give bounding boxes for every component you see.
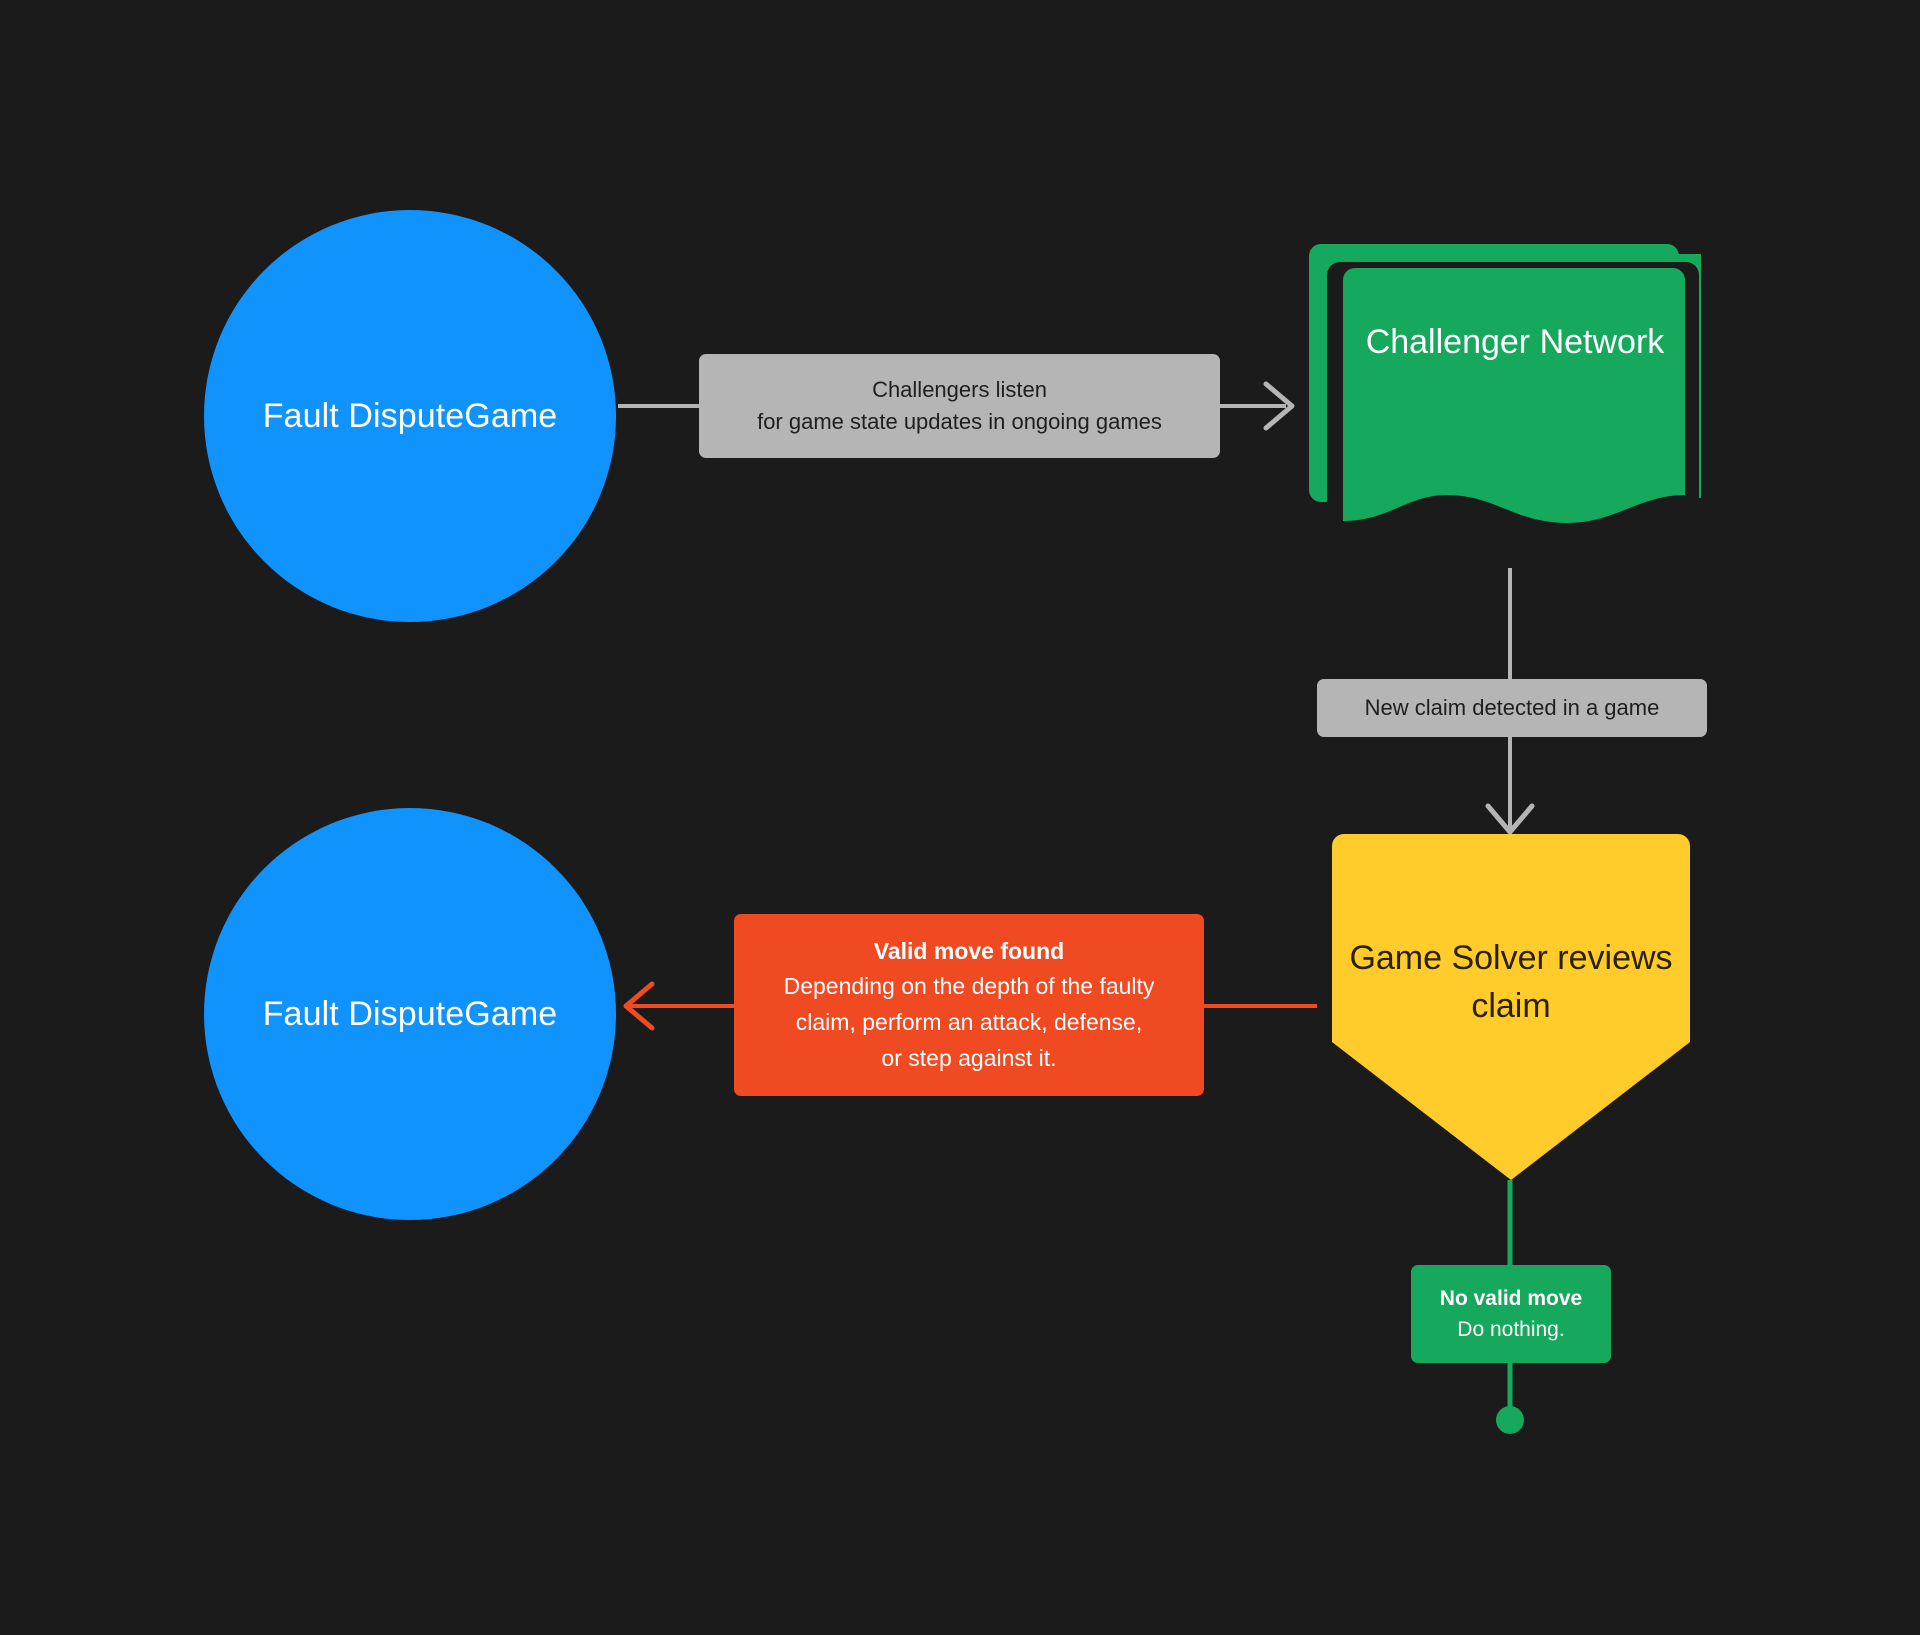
pentagon-down-shape: [1332, 834, 1690, 1180]
node-line: reviews claim: [1471, 939, 1673, 1026]
node-challenger-network[interactable]: Challenger Network: [1305, 240, 1725, 570]
node-label-fault-dispute-game-top: Fault DisputeGame: [263, 392, 558, 440]
edge-label-line: Challengers listen: [872, 377, 1047, 403]
node-line: DisputeGame: [348, 994, 558, 1033]
edge-label-line: No valid move: [1439, 1286, 1583, 1310]
edge-label-valid-move-found: Valid move found Depending on the depth …: [734, 914, 1204, 1096]
edge-label-new-claim-detected: New claim detected in a game: [1317, 679, 1707, 737]
edge-challengers-listen: [618, 381, 1295, 431]
multi-document-shape: [1309, 244, 1701, 524]
edge-label-line: Do nothing.: [1457, 1318, 1565, 1341]
node-line: Network: [1539, 323, 1665, 361]
edge-label-line: claim, perform an attack, defense,: [795, 1009, 1143, 1035]
arrowhead-left-icon: [623, 981, 655, 1031]
node-fault-dispute-game-bottom[interactable]: Fault DisputeGame: [204, 808, 616, 1220]
edge-valid-move-found: [623, 981, 1317, 1031]
edge-label-line: Valid move found: [873, 937, 1065, 964]
node-line: DisputeGame: [348, 396, 558, 435]
edge-new-claim-detected: [1485, 568, 1535, 835]
node-game-solver[interactable]: Game Solver reviews claim: [1320, 834, 1702, 1182]
node-line: Game Solver: [1349, 939, 1548, 977]
edge-label-line: for game state updates in ongoing games: [757, 409, 1162, 434]
node-fault-dispute-game-top[interactable]: Fault DisputeGame: [204, 210, 616, 622]
arrowhead-down-icon: [1485, 803, 1535, 835]
node-line: Challenger: [1365, 323, 1531, 361]
edge-label-line: Depending on the depth of the faulty: [783, 973, 1155, 1000]
edge-no-valid-move: [1496, 1180, 1524, 1434]
edge-label-line: or step against it.: [881, 1044, 1057, 1071]
edge-label-line: New claim detected in a game: [1364, 695, 1660, 721]
node-label-fault-dispute-game-bottom: Fault DisputeGame: [263, 990, 558, 1038]
terminator-dot-icon: [1496, 1406, 1524, 1434]
arrowhead-right-icon: [1263, 381, 1295, 431]
node-line: Fault: [262, 994, 339, 1033]
node-line: Fault: [262, 396, 339, 435]
edge-label-no-valid-move: No valid move Do nothing.: [1411, 1265, 1611, 1363]
node-label-challenger-network: Challenger Network: [1305, 318, 1725, 366]
edge-label-challengers-listen: Challengers listen for game state update…: [699, 354, 1220, 458]
node-label-game-solver: Game Solver reviews claim: [1320, 934, 1702, 1031]
